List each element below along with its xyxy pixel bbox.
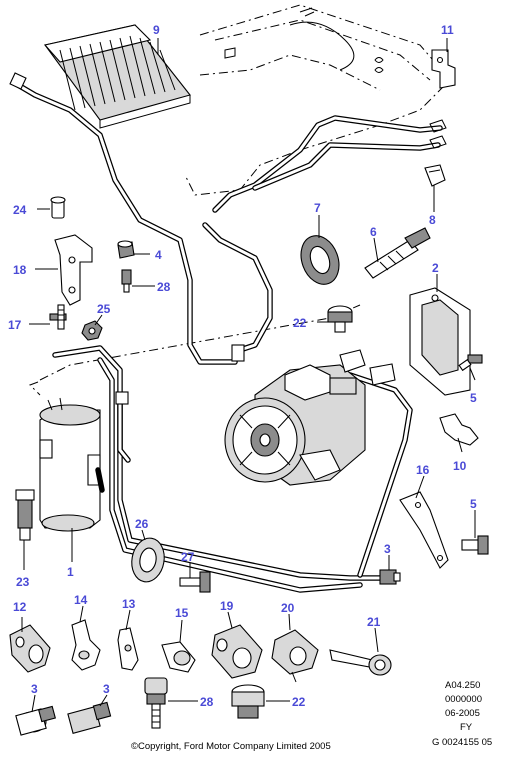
clip-21 [329, 649, 392, 676]
callout-8: 8 [429, 213, 436, 227]
reference-number: 0000000 [445, 694, 482, 705]
valve-core-28 [121, 269, 132, 293]
callout-3-pipe: 3 [384, 542, 391, 556]
clip-13 [117, 627, 139, 671]
pipe-clip-8 [424, 164, 446, 187]
bolt-5-upper [458, 354, 483, 372]
callout-4: 4 [155, 248, 162, 262]
bolt-17 [49, 304, 67, 330]
nut-25 [81, 320, 103, 341]
callout-16: 16 [416, 463, 430, 477]
pollen-filter [43, 24, 191, 129]
callout-26: 26 [135, 517, 149, 531]
callout-3-mid: 3 [103, 682, 110, 696]
clip-14 [71, 619, 101, 671]
washer-7 [300, 235, 340, 285]
switch-22-lower [231, 684, 265, 719]
callout-numbers: 9 11 8 7 6 2 24 18 4 28 17 25 22 5 10 16… [8, 23, 477, 709]
callout-17: 17 [8, 318, 22, 332]
bracket-18 [54, 234, 93, 306]
callout-25: 25 [97, 302, 111, 316]
bracket-16 [399, 491, 449, 569]
callout-7: 7 [314, 201, 321, 215]
callout-14: 14 [74, 593, 88, 607]
callout-28-lower: 28 [200, 695, 214, 709]
switch-3-pipe [379, 569, 401, 585]
bolt-5-lower [461, 535, 489, 555]
clip-15 [161, 641, 196, 673]
clip-19 [211, 624, 263, 679]
callout-23: 23 [16, 575, 30, 589]
callout-5-lower: 5 [470, 497, 477, 511]
callout-5-upper: 5 [470, 391, 477, 405]
callout-15: 15 [175, 606, 189, 620]
switch-22-upper [327, 305, 353, 333]
copyright-notice: ©Copyright, Ford Motor Company Limited 2… [131, 741, 331, 752]
callout-27: 27 [181, 550, 195, 564]
callout-12: 12 [13, 600, 27, 614]
washer-26 [131, 537, 165, 583]
switch-3-mid [67, 701, 112, 734]
callout-1: 1 [67, 565, 74, 579]
valve-28-lower [144, 677, 168, 729]
callout-18: 18 [13, 263, 27, 277]
callout-19: 19 [220, 599, 234, 613]
leader-lines [21, 38, 476, 713]
callout-24: 24 [13, 203, 27, 217]
sensor-23 [15, 489, 35, 541]
callout-2: 2 [432, 261, 439, 275]
callout-13: 13 [122, 597, 136, 611]
clip-20 [271, 629, 319, 683]
callout-11: 11 [441, 23, 454, 37]
revision-date: 06-2005 [445, 708, 480, 719]
receiver-drier [39, 397, 105, 532]
callout-3-left: 3 [31, 682, 38, 696]
bolt-27 [179, 571, 211, 593]
model-code: FY [460, 722, 473, 733]
callout-20: 20 [281, 601, 295, 615]
callout-28-upper: 28 [157, 280, 171, 294]
switch-3-left [15, 705, 56, 736]
ac-compressor [224, 349, 396, 486]
upper-pipes [9, 72, 447, 365]
cap-24 [50, 196, 66, 219]
callout-6: 6 [370, 225, 377, 239]
valve-cap-4 [117, 240, 135, 259]
callout-10: 10 [453, 459, 467, 473]
callout-21: 21 [367, 615, 381, 629]
clip-10 [439, 413, 479, 446]
callout-22-upper: 22 [293, 316, 307, 330]
callout-9: 9 [153, 23, 160, 37]
pressure-switch-6 [364, 227, 431, 279]
bracket-clip [431, 49, 456, 89]
seal-block-12 [9, 624, 51, 673]
bracket-2 [409, 287, 471, 396]
drawing-number: G 0024155 05 [432, 737, 493, 748]
lower-pipes [52, 345, 413, 593]
reference-code: A04.250 [445, 680, 481, 691]
callout-22-lower: 22 [292, 695, 306, 709]
